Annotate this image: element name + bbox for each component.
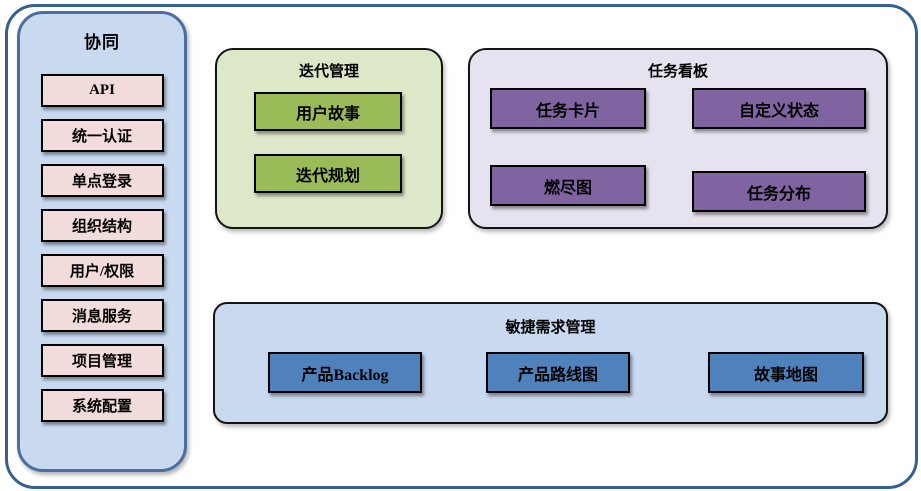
panel-task-board: 任务看板 任务卡片 自定义状态 燃尽图 任务分布 [468,48,888,229]
sidebar-title: 协同 [84,33,120,52]
panel-iteration-management: 迭代管理 用户故事 迭代规划 [215,48,443,229]
node-system-config: 系统配置 [40,389,164,422]
sidebar-panel-collaboration: 协同 API 统一认证 单点登录 组织结构 用户/权限 消息服务 项目管理 系统… [17,11,187,472]
node-unified-auth: 统一认证 [40,119,164,152]
panel-agile-requirements: 敏捷需求管理 产品Backlog 产品路线图 故事地图 [213,302,888,424]
node-user-permissions: 用户/权限 [40,254,164,287]
node-burndown-chart: 燃尽图 [490,165,646,206]
iteration-panel-title: 迭代管理 [298,63,359,80]
node-product-roadmap: 产品路线图 [486,352,630,393]
node-iteration-planning: 迭代规划 [254,154,402,193]
node-task-card: 任务卡片 [490,88,646,129]
node-message-service: 消息服务 [40,299,164,332]
agile-requirements-panel-title: 敏捷需求管理 [505,319,596,336]
node-project-management: 项目管理 [40,344,164,377]
node-story-map: 故事地图 [708,352,864,393]
node-task-distribution: 任务分布 [692,171,866,212]
node-custom-status: 自定义状态 [692,88,866,129]
node-product-backlog: 产品Backlog [268,352,422,393]
node-org-structure: 组织结构 [40,209,164,242]
node-user-story: 用户故事 [254,92,402,131]
sidebar-items: API 统一认证 单点登录 组织结构 用户/权限 消息服务 项目管理 系统配置 [20,74,184,422]
node-single-sign-on: 单点登录 [40,164,164,197]
task-board-panel-title: 任务看板 [647,63,708,80]
node-api: API [40,74,164,107]
